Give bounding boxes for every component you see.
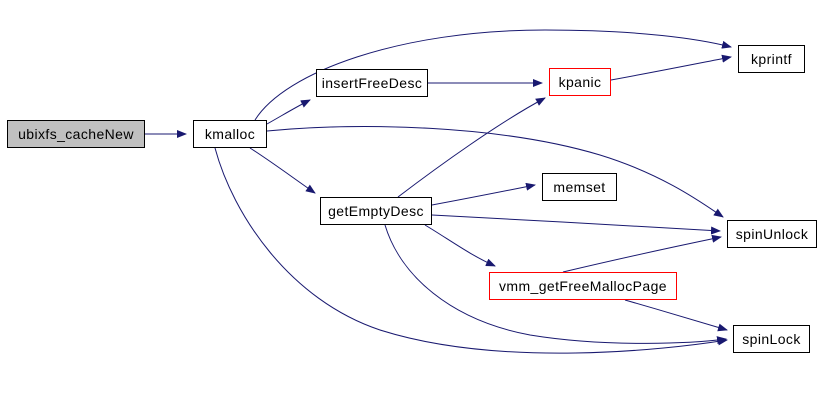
graph-edges	[145, 29, 732, 354]
graph-node-vmm_getFreeMallocPage[interactable]: vmm_getFreeMallocPage	[489, 272, 677, 300]
graph-edge	[624, 299, 728, 332]
graph-edge	[266, 99, 311, 125]
graph-edge	[214, 147, 728, 354]
graph-edge	[424, 224, 496, 267]
graph-node-ubixfs_cacheNew[interactable]: ubixfs_cacheNew	[7, 120, 145, 148]
graph-node-memset[interactable]: memset	[542, 173, 617, 201]
graph-node-label: memset	[553, 179, 606, 195]
graph-node-insertFreeDesc[interactable]: insertFreeDesc	[316, 69, 428, 97]
graph-edge	[266, 126, 724, 218]
graph-node-label: kmalloc	[204, 126, 256, 142]
graph-edge	[431, 182, 536, 206]
graph-edge	[249, 147, 316, 194]
graph-node-label: vmm_getFreeMallocPage	[499, 278, 667, 294]
graph-edge	[384, 224, 727, 345]
graph-node-label: spinLock	[742, 331, 801, 347]
graph-node-label: insertFreeDesc	[321, 75, 423, 91]
graph-node-label: kprintf	[751, 51, 792, 67]
graph-edge	[397, 97, 546, 198]
graph-edge	[562, 234, 722, 273]
graph-node-label: spinUnlock	[735, 226, 809, 242]
graph-edge	[254, 29, 732, 121]
graph-node-spinLock[interactable]: spinLock	[733, 325, 810, 353]
graph-node-kmalloc[interactable]: kmalloc	[193, 120, 267, 148]
graph-node-label: kpanic	[558, 74, 602, 90]
graph-edge	[610, 54, 732, 81]
graph-node-kpanic[interactable]: kpanic	[549, 68, 611, 96]
graph-node-getEmptyDesc[interactable]: getEmptyDesc	[320, 197, 432, 225]
graph-node-spinUnlock[interactable]: spinUnlock	[727, 220, 817, 248]
graph-edge	[431, 214, 721, 235]
graph-node-kprintf[interactable]: kprintf	[738, 45, 805, 73]
graph-node-label: ubixfs_cacheNew	[18, 126, 134, 142]
graph-node-label: getEmptyDesc	[328, 203, 424, 219]
